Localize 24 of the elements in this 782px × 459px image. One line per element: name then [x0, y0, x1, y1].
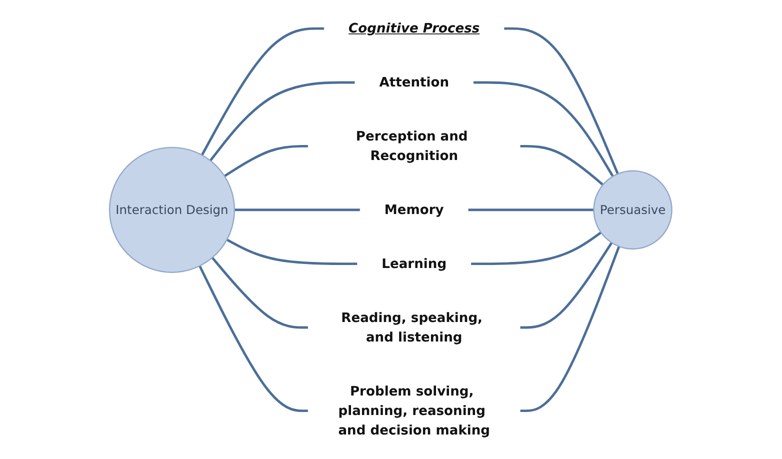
node-circle — [594, 170, 673, 250]
diagram: Interaction Design Cognitive Process Attention Perception and Recognition Memory Learning Reading, speaking, and listening Problem solving, planning, reasoning and decision making Persuasive — [103, 0, 679, 459]
connector — [226, 238, 358, 266]
connector — [212, 256, 308, 329]
connector — [504, 27, 620, 174]
connector — [198, 265, 308, 412]
connector — [210, 81, 356, 162]
node-text: Learning — [382, 256, 447, 272]
connector — [471, 232, 602, 266]
node-text: Attention — [380, 74, 450, 90]
connector — [474, 81, 614, 177]
node-text: Cognitive Process — [348, 20, 480, 36]
node-text: Memory — [384, 202, 444, 218]
node-text: Perception and Recognition — [356, 128, 468, 164]
connector — [201, 27, 324, 156]
connector — [234, 208, 360, 212]
node-circle — [109, 146, 236, 273]
connector — [468, 208, 594, 212]
connector — [224, 144, 308, 178]
connector — [520, 246, 621, 412]
connector — [520, 242, 614, 329]
node-text: Problem solving, planning, reasoning and decision making — [338, 383, 490, 438]
connector — [520, 144, 604, 186]
node-text: Reading, speaking, and listening — [341, 310, 483, 345]
